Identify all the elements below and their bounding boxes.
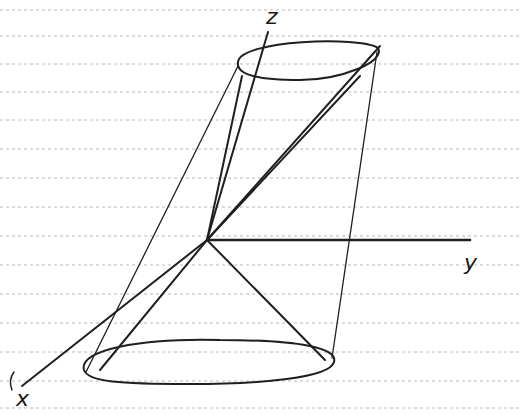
x-axis-tick <box>10 372 14 390</box>
cone-lower-left <box>100 240 207 370</box>
cylinder-left-side <box>86 66 238 372</box>
z-axis <box>207 32 268 240</box>
axis-label: y <box>464 252 477 274</box>
ruled-paper <box>0 10 520 408</box>
cone-upper-left <box>207 76 242 240</box>
axis-label: z <box>266 6 278 28</box>
y-axis <box>207 239 470 242</box>
bottom-ellipse <box>84 340 335 384</box>
axis-label: x <box>16 388 29 410</box>
x-axis <box>22 46 380 386</box>
cone-lower-right <box>207 240 325 360</box>
